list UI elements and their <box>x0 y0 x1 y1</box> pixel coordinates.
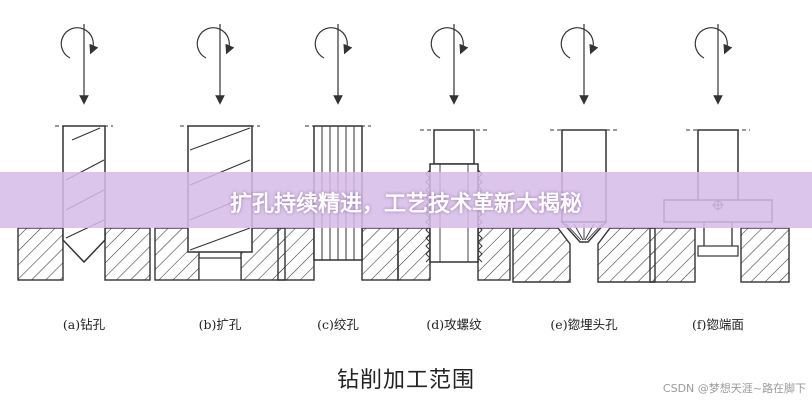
workpiece-right <box>740 227 790 283</box>
workpiece-left <box>649 227 696 283</box>
banner-text: 扩孔持续精进，工艺技术革新大揭秘 <box>229 192 582 217</box>
rotation-arrow <box>196 27 235 59</box>
tap-shank <box>433 129 475 165</box>
panel-d-tapping <box>397 24 511 281</box>
workpiece-right <box>361 227 399 281</box>
caption-b: (b)扩孔 <box>198 317 242 332</box>
rotation-arrow <box>314 27 353 59</box>
workpiece-right <box>597 227 656 283</box>
panel-a-drilling <box>17 24 151 281</box>
figure-title: 钻削加工范围 <box>336 368 475 393</box>
workpiece-left <box>154 227 200 281</box>
workpiece-left <box>512 227 571 283</box>
caption-d: (d)攻螺纹 <box>426 317 482 332</box>
rotation-arrow <box>60 27 99 59</box>
rotation-arrow <box>694 27 733 59</box>
panel-b-enlarging <box>154 24 286 281</box>
panel-e-countersink <box>512 24 656 283</box>
rotation-arrow <box>430 27 469 59</box>
workpiece-right <box>104 227 151 281</box>
workpiece-left <box>397 227 431 281</box>
rotation-arrow <box>560 27 599 59</box>
workpiece-right <box>477 227 511 281</box>
panel-f-spotface <box>649 24 790 283</box>
watermark: CSDN @梦想天涯~路在脚下 <box>662 382 806 395</box>
workpiece-left <box>277 227 315 281</box>
caption-a: (a)钻孔 <box>62 317 106 332</box>
panel-c-reaming <box>277 24 399 281</box>
caption-e: (e)锪埋头孔 <box>550 317 618 332</box>
workpiece-left <box>17 227 64 281</box>
caption-c: (c)绞孔 <box>317 317 359 332</box>
banner-strip <box>0 172 812 228</box>
caption-f: (f)锪端面 <box>692 317 744 332</box>
